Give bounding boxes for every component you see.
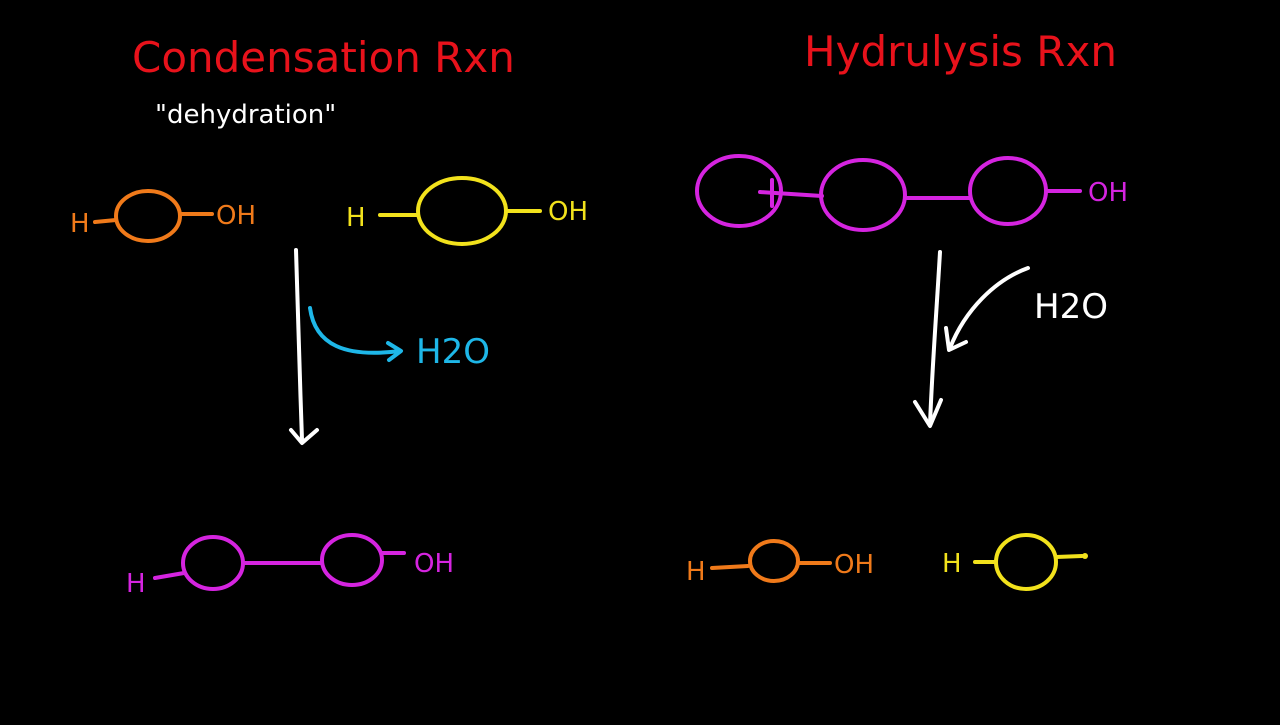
product-dimer: H OH xyxy=(126,533,454,599)
bond-line xyxy=(1054,554,1084,559)
product1-h-label: H xyxy=(686,557,706,587)
curved-arrow xyxy=(948,266,1030,350)
water-label: H2O xyxy=(416,332,490,372)
water-released: H2O xyxy=(308,306,490,372)
product-monomer-yellow: H xyxy=(942,533,1088,591)
reactant2-h-label: H xyxy=(346,203,366,233)
condensation-title: Condensation Rxn xyxy=(132,33,515,82)
product-h-label: H xyxy=(126,569,146,599)
product-oh-label: OH xyxy=(414,549,454,579)
arrow-head xyxy=(386,341,403,362)
hydrolysis-arrow-down xyxy=(913,250,943,428)
water-added: H2O xyxy=(944,266,1108,352)
product-monomer-orange: H OH xyxy=(686,539,874,587)
hydrolysis-title: Hydrulysis Rxn xyxy=(804,27,1117,76)
monomer-ring xyxy=(695,154,783,228)
bond-line xyxy=(710,564,750,570)
reactant2-oh-label: OH xyxy=(548,197,588,227)
condensation-subtitle: "dehydration" xyxy=(155,100,336,130)
curved-arrow xyxy=(308,306,402,355)
polymer-oh-label: OH xyxy=(1088,178,1128,208)
reaction-arrow-down xyxy=(289,248,319,445)
monomer-ring xyxy=(994,533,1058,591)
arrow-head xyxy=(944,326,968,352)
product1-oh-label: OH xyxy=(834,550,874,580)
bond-end-dot xyxy=(1082,553,1088,559)
bond-line xyxy=(93,218,118,224)
bond-line xyxy=(153,571,186,580)
reactant-monomer-yellow: H OH xyxy=(346,176,588,246)
product2-h-label: H xyxy=(942,549,962,579)
reactant1-oh-label: OH xyxy=(216,201,256,231)
reactant-monomer-orange: H OH xyxy=(70,189,256,243)
reactant1-h-label: H xyxy=(70,209,90,239)
monomer-ring xyxy=(320,533,384,587)
polymer-trimer: OH xyxy=(695,154,1128,232)
water-label: H2O xyxy=(1034,287,1108,327)
monomer-ring xyxy=(819,158,907,232)
